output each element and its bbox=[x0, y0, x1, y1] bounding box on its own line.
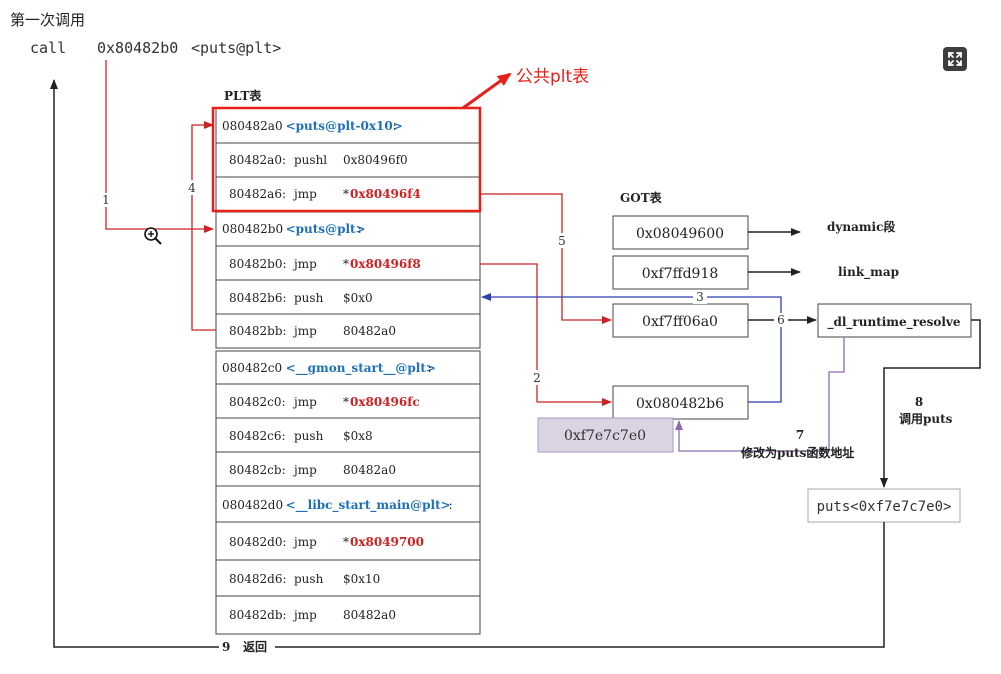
plt-instr-addr: 80482a0: bbox=[229, 153, 286, 167]
plt-instr-addr: 80482c6: bbox=[229, 429, 286, 443]
got-cell-0: 0x08049600 bbox=[636, 226, 724, 242]
plt-instr-arg: 80482a0 bbox=[343, 324, 396, 338]
plt-instr-op: jmp bbox=[292, 395, 317, 409]
zoom-cursor-icon bbox=[144, 227, 162, 245]
plt-instr-arg: 0x80496fc bbox=[350, 395, 420, 409]
step-7-text: 修改为puts函数地址 bbox=[740, 445, 854, 460]
got-table bbox=[612, 215, 749, 420]
arrow-5-to-got2 bbox=[480, 193, 612, 324]
arrow-2-to-got3 bbox=[480, 263, 612, 406]
step-2-label: 2 bbox=[533, 371, 541, 385]
resolve-label: _dl_runtime_resolve bbox=[827, 315, 960, 330]
plt-entry-addr: 080482c0 bbox=[222, 361, 282, 375]
plt-instr-arg: $0x10 bbox=[343, 572, 380, 586]
arrow-public-plt bbox=[462, 72, 512, 110]
step-9-text: 返回 bbox=[243, 639, 267, 654]
plt-instr-deref: * bbox=[343, 257, 349, 271]
plt-entry-colon: : bbox=[358, 222, 362, 236]
plt-instr-op: jmp bbox=[292, 257, 317, 271]
step-1-label: 1 bbox=[102, 193, 110, 207]
step-4-label: 4 bbox=[188, 181, 196, 195]
plt-instr-addr: 80482bb: bbox=[229, 324, 287, 338]
plt-rows: 080482a0<puts@plt-0x10>: 80482a0: pushl 0x8… bbox=[222, 119, 453, 622]
plt-entry-colon: : bbox=[393, 119, 397, 133]
plt-instr-addr: 80482b6: bbox=[229, 291, 287, 305]
plt-instr-op: jmp bbox=[292, 187, 317, 201]
arrow-9-return bbox=[50, 79, 885, 648]
got-cell-2: 0xf7ff06a0 bbox=[642, 314, 718, 330]
plt-instr-op: jmp bbox=[292, 463, 317, 477]
call-target: <puts@plt> bbox=[191, 39, 281, 57]
plt-instr-addr: 80482b0: bbox=[229, 257, 287, 271]
got-label-dynamic: dynamic段 bbox=[827, 219, 896, 234]
plt-instr-op: pushl bbox=[294, 153, 327, 167]
plt-instr-addr: 80482a6: bbox=[229, 187, 286, 201]
got-title: GOT表 bbox=[620, 190, 663, 205]
public-plt-highlight bbox=[211, 106, 482, 213]
page-heading: 第一次调用 bbox=[10, 11, 85, 29]
plt-instr-arg: $0x0 bbox=[343, 291, 373, 305]
plt-entry-addr: 080482b0 bbox=[222, 222, 283, 236]
call-op: call bbox=[30, 39, 66, 57]
plt-instr-addr: 80482cb: bbox=[229, 463, 286, 477]
got-cell-1: 0xf7ffd918 bbox=[642, 266, 719, 282]
arrow-8-call-puts bbox=[880, 319, 981, 488]
plt-entry-colon: : bbox=[428, 361, 432, 375]
plt-instr-op: jmp bbox=[292, 324, 317, 338]
arrow-7-modify-got bbox=[675, 337, 845, 452]
public-plt-label: 公共plt表 bbox=[516, 67, 589, 87]
plt-title: PLT表 bbox=[224, 88, 262, 103]
step-9-label: 9 bbox=[222, 640, 230, 654]
plt-instr-arg: 80482a0 bbox=[343, 463, 396, 477]
plt-instr-arg: $0x8 bbox=[343, 429, 373, 443]
plt-entry-symbol: <__gmon_start__@plt> bbox=[286, 361, 436, 376]
plt-instr-op: push bbox=[294, 429, 324, 443]
arrow-3-back-to-push bbox=[481, 293, 782, 403]
got-label-linkmap: link_map bbox=[838, 265, 899, 280]
plt-entry-symbol: <puts@plt-0x10> bbox=[286, 119, 403, 133]
got-cell-3: 0x080482b6 bbox=[636, 396, 724, 412]
plt-instr-op: jmp bbox=[292, 608, 317, 622]
plt-entry-symbol: <__libc_start_main@plt> bbox=[286, 498, 451, 513]
step-8-text: 调用puts bbox=[899, 412, 953, 426]
plt-instr-arg: 0x80496f4 bbox=[350, 187, 421, 201]
puts-label: puts<0xf7e7c7e0> bbox=[817, 499, 952, 515]
plt-instr-deref: * bbox=[343, 395, 349, 409]
step-6-label: 6 bbox=[777, 313, 785, 327]
plt-instr-arg: 0x80496f8 bbox=[350, 257, 421, 271]
plt-instr-addr: 80482d6: bbox=[229, 572, 287, 586]
plt-entry-symbol: <puts@plt> bbox=[286, 222, 366, 236]
puts-box bbox=[807, 488, 961, 523]
plt-instr-op: jmp bbox=[292, 535, 317, 549]
resolved-addr-box bbox=[537, 417, 674, 453]
step-8-label: 8 bbox=[915, 395, 923, 409]
plt-instr-deref: * bbox=[343, 535, 349, 549]
plt-instr-addr: 80482c0: bbox=[229, 395, 286, 409]
plt-instr-arg: 0x8049700 bbox=[350, 535, 424, 549]
arrow-4-to-plt0 bbox=[191, 121, 216, 331]
plt-instr-addr: 80482d0: bbox=[229, 535, 287, 549]
plt-instr-op: push bbox=[294, 291, 324, 305]
step-3-label: 3 bbox=[696, 290, 704, 304]
expand-icon bbox=[948, 52, 962, 66]
resolved-addr: 0xf7e7c7e0 bbox=[564, 428, 646, 444]
plt-table bbox=[215, 107, 481, 635]
plt-instr-arg: 80482a0 bbox=[343, 608, 396, 622]
arrow-1-to-puts-plt bbox=[105, 60, 214, 233]
plt-instr-addr: 80482db: bbox=[229, 608, 287, 622]
step-7-label: 7 bbox=[796, 428, 804, 442]
plt-entry-addr: 080482a0 bbox=[222, 119, 283, 133]
plt-entry-addr: 080482d0 bbox=[222, 498, 283, 512]
plt-entry-colon: : bbox=[449, 498, 453, 512]
plt-instr-arg: 0x80496f0 bbox=[343, 153, 408, 167]
expand-button[interactable] bbox=[943, 47, 967, 71]
call-addr: 0x80482b0 bbox=[97, 39, 178, 57]
plt-instr-op: push bbox=[294, 572, 324, 586]
plt-instr-deref: * bbox=[343, 187, 349, 201]
step-5-label: 5 bbox=[558, 234, 566, 248]
